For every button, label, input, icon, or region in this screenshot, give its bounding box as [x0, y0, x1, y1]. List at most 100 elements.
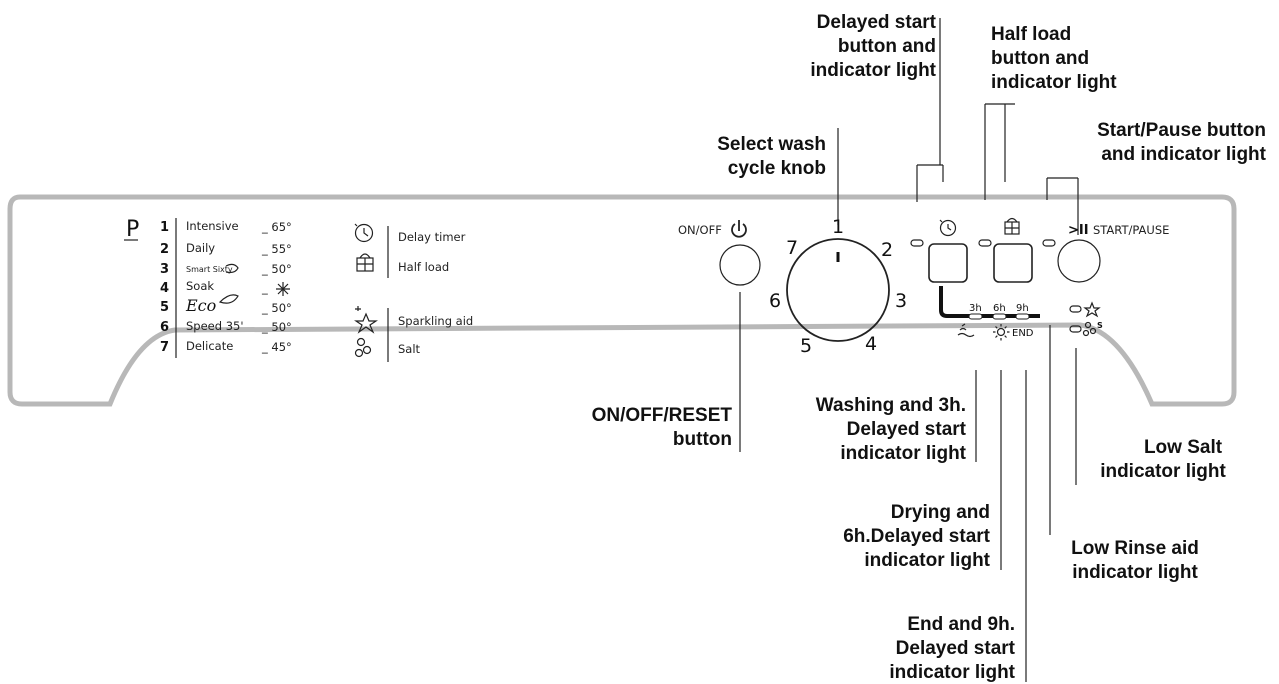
callout-line: End and 9h. — [907, 614, 1015, 635]
program-name: Daily — [186, 241, 215, 255]
callout-line: Washing and 3h. — [816, 395, 966, 416]
panel-outline — [7, 194, 1237, 407]
salt-icon — [354, 337, 372, 358]
callout-line: button and — [838, 36, 936, 57]
timer-light-3h — [968, 313, 983, 320]
power-icon — [731, 220, 747, 238]
program-row: 5 Eco _ 50° — [160, 294, 292, 315]
callout-line: Delayed start — [896, 638, 1016, 659]
drying-icon — [993, 324, 1010, 341]
half-load-button[interactable] — [993, 243, 1033, 283]
callout-drying-6h: Drying and 6h.Delayed start indicator li… — [843, 502, 990, 571]
program-name: Soak — [186, 279, 214, 293]
knob-numbers: 1 2 3 4 5 6 7 — [769, 216, 907, 357]
legend: Delay timer Half load Sparkling aid Salt — [354, 223, 473, 362]
sparkling-aid-icon — [354, 306, 378, 334]
callout-half-load: Half load button and indicator light — [991, 24, 1117, 93]
program-row: 1 Intensive _ 65° — [160, 219, 292, 235]
callout-line: Delayed start — [817, 12, 937, 33]
program-number: 6 — [160, 320, 169, 335]
end-label: END — [1012, 328, 1034, 339]
callout-line: indicator light — [889, 662, 1015, 683]
knob-number: 3 — [895, 290, 907, 312]
half-load-light — [978, 239, 992, 247]
timer-label-3h: 3h — [969, 303, 982, 314]
half-load-icon — [356, 253, 374, 272]
knob-number: 5 — [800, 335, 812, 357]
program-name: Smart Sixty — [186, 265, 233, 274]
callout-line: indicator light — [1100, 461, 1226, 482]
callout-line: button — [673, 429, 732, 450]
start-pause-light — [1042, 239, 1056, 247]
program-number: 1 — [160, 220, 169, 235]
program-temp: _ 45° — [261, 340, 292, 354]
knob-number: 2 — [881, 239, 893, 261]
start-pause-button[interactable] — [1057, 239, 1101, 283]
salt-symbol: S — [1097, 321, 1103, 330]
program-temp: _ 65° — [261, 220, 292, 234]
wash-cycle-knob[interactable] — [786, 238, 890, 342]
callout-line: ON/OFF/RESET — [592, 405, 733, 426]
sparkling-aid-icon — [1083, 301, 1101, 318]
knob-number: 7 — [786, 237, 798, 259]
legend-sparkling-aid: Sparkling aid — [398, 314, 473, 328]
program-temp: _ 50° — [261, 301, 292, 315]
callout-line: cycle knob — [728, 158, 826, 179]
timer-bar — [939, 286, 1040, 318]
program-number: 2 — [160, 242, 169, 257]
callout-line: indicator light — [991, 72, 1117, 93]
callout-line: 6h.Delayed start — [843, 526, 990, 547]
timer-label-6h: 6h — [993, 303, 1006, 314]
legend-half-load: Half load — [398, 260, 449, 274]
callout-start-pause: Start/Pause button and indicator light — [1097, 120, 1267, 165]
program-row: 6 Speed 35' _ 50° — [160, 319, 292, 335]
start-pause-symbol: >II — [1068, 223, 1089, 238]
on-off-label: ON/OFF — [678, 223, 722, 237]
knob-number: 6 — [769, 290, 781, 312]
program-name: Delicate — [186, 339, 233, 353]
smart-sixty-swirl-icon — [225, 263, 239, 274]
delay-light — [910, 239, 924, 247]
program-number: 7 — [160, 340, 169, 355]
program-name: Eco — [185, 296, 216, 315]
eco-leaf-icon — [218, 294, 239, 304]
on-off-reset-button[interactable] — [719, 244, 761, 286]
callout-delayed-start: Delayed start button and indicator light — [810, 12, 936, 81]
salt-icon — [1082, 321, 1097, 337]
callout-line: Select wash — [717, 134, 826, 155]
program-name: Speed 35' — [186, 319, 244, 333]
washing-icon — [957, 323, 975, 338]
program-name: Intensive — [186, 219, 239, 233]
start-pause-label: START/PAUSE — [1093, 223, 1169, 237]
delayed-start-button[interactable] — [928, 243, 968, 283]
timer-light-6h — [992, 313, 1007, 320]
program-list: P 1 Intensive _ 65° 2 Daily _ 55° 3 Smar… — [124, 217, 292, 358]
legend-salt: Salt — [398, 342, 421, 356]
program-row: 2 Daily _ 55° — [160, 241, 292, 257]
timer-light-9h — [1015, 313, 1030, 320]
callout-select-knob: Select wash cycle knob — [717, 134, 826, 179]
callout-line: button and — [991, 48, 1089, 69]
program-temp: _ 50° — [261, 262, 292, 276]
program-row: 3 Smart Sixty _ 50° — [160, 262, 292, 277]
program-temp: _ — [261, 281, 268, 295]
low-rinse-aid-light — [1069, 305, 1082, 313]
callout-line: indicator light — [810, 60, 936, 81]
callout-line: indicator light — [840, 443, 966, 464]
program-label: P — [126, 217, 139, 242]
callout-line: Low Salt — [1144, 437, 1223, 458]
program-number: 3 — [160, 262, 169, 277]
callout-line: indicator light — [1072, 562, 1198, 583]
program-temp: _ 50° — [261, 320, 292, 334]
knob-number: 4 — [865, 333, 877, 355]
knob-number: 1 — [832, 216, 844, 238]
callout-line: and indicator light — [1101, 144, 1266, 165]
callout-on-off-reset: ON/OFF/RESET button — [592, 405, 733, 450]
program-row: 7 Delicate _ 45° — [160, 339, 292, 355]
callout-line: Half load — [991, 24, 1071, 45]
callout-line: Delayed start — [847, 419, 967, 440]
program-temp: _ 55° — [261, 242, 292, 256]
delay-timer-icon — [939, 219, 957, 237]
leader-lines — [739, 18, 1079, 682]
timer-label-9h: 9h — [1016, 303, 1029, 314]
